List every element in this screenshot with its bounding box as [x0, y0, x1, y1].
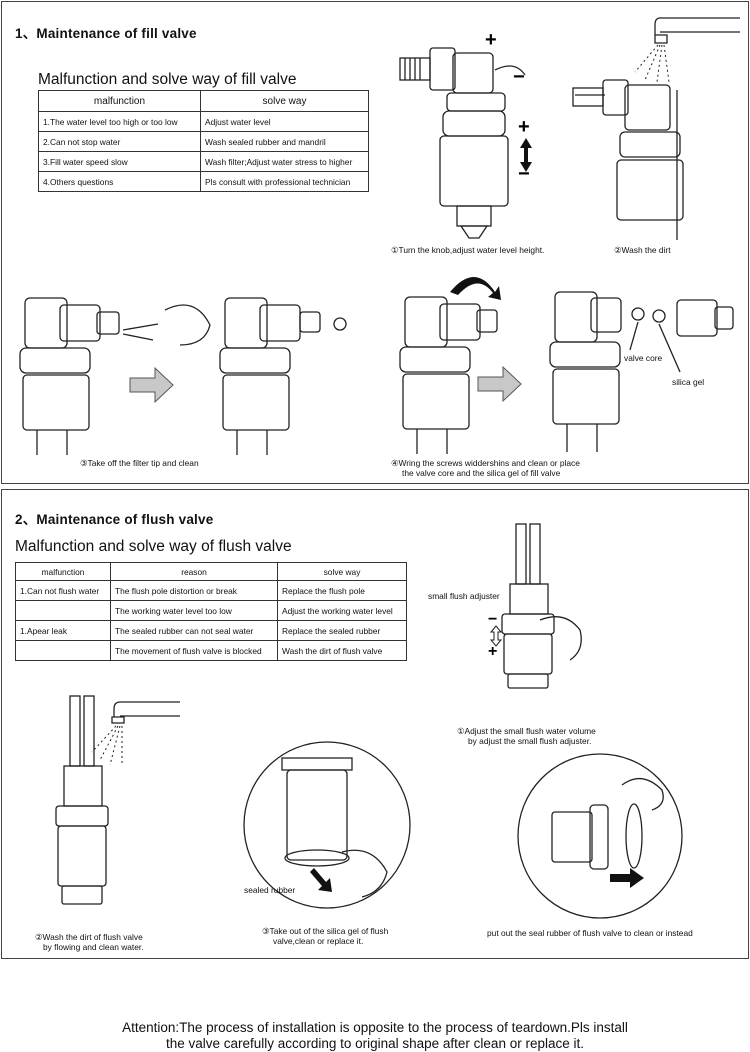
table-row: 4.Others questions Pls consult with prof… — [38, 171, 369, 192]
flush-step3-caption-line2: valve,clean or replace it. — [273, 936, 364, 946]
table-cell: 4.Others questions — [38, 171, 201, 192]
table-cell: Replace the flush pole — [277, 580, 407, 601]
table-cell: The movement of flush valve is blocked — [110, 640, 278, 661]
right-arrow-icon — [610, 868, 644, 888]
table-cell: Adjust the working water level — [277, 600, 407, 621]
silica-gel-label: silica gel — [672, 377, 705, 387]
section2-subtitle: Malfunction and solve way of flush valve — [15, 538, 292, 555]
wash-flush-valve-illustration — [55, 695, 180, 905]
step4-caption-line1: ④Wring the screws widdershins and clean … — [391, 458, 580, 468]
table-cell: Adjust water level — [200, 111, 369, 132]
step4-caption-line2: the valve core and the silica gel of fil… — [402, 468, 561, 478]
flush-adjuster-illustration: − + — [488, 523, 582, 689]
table-row: 2.Can not stop water Wash sealed rubber … — [38, 131, 369, 152]
seal-rubber-illustration — [517, 753, 683, 919]
table-row: 1.The water level too high or too low Ad… — [38, 111, 369, 132]
table-row: 3.Fill water speed slow Wash filter;Adju… — [38, 151, 369, 172]
fill-valve-table: malfunction solve way 1.The water level … — [38, 90, 369, 192]
flush-step4-caption: put out the seal rubber of flush valve t… — [487, 928, 693, 938]
right-arrow-icon — [477, 365, 522, 403]
table-header: solve way — [200, 90, 369, 112]
plus-sign: + — [518, 116, 530, 138]
table-cell: The flush pole distortion or break — [110, 580, 278, 601]
flush-step3-caption-line1: ③Take out of the silica gel of flush — [262, 926, 389, 936]
fill-valve-panel — [1, 1, 749, 484]
flush-valve-panel — [1, 489, 749, 959]
table-row: The movement of flush valve is blocked W… — [15, 640, 407, 661]
up-down-arrow-icon — [489, 625, 503, 647]
table-cell: Replace the sealed rubber — [277, 620, 407, 641]
valve-core-label: valve core — [624, 353, 663, 363]
table-cell — [15, 600, 111, 621]
table-header: malfunction — [15, 562, 111, 581]
section1-subtitle: Malfunction and solve way of fill valve — [38, 71, 297, 88]
table-row: 1.Can not flush water The flush pole dis… — [15, 580, 407, 601]
attention-line2: the valve carefully according to origina… — [166, 1036, 584, 1051]
plus-sign: + — [488, 643, 497, 660]
minus-sign: − — [513, 66, 525, 88]
step1-caption: ①Turn the knob,adjust water level height… — [391, 245, 545, 255]
flush-valve-table: malfunction reason solve way 1.Can not f… — [15, 562, 407, 661]
table-row: The working water level too low Adjust t… — [15, 600, 407, 621]
section1-title: 1、Maintenance of fill valve — [15, 26, 197, 41]
step2-caption: ②Wash the dirt — [614, 245, 671, 255]
wring-screws-illustration — [399, 277, 734, 454]
rotate-arrow-icon — [450, 277, 501, 300]
flush-step2-caption-line2: by flowing and clean water. — [43, 942, 144, 952]
flush-step1-caption-line2: by adjust the small flush adjuster. — [468, 736, 592, 746]
wash-dirt-illustration — [572, 17, 740, 240]
table-header: malfunction — [38, 90, 201, 112]
table-cell: Pls consult with professional technician — [200, 171, 369, 192]
small-flush-adjuster-label: small flush adjuster — [428, 591, 500, 601]
table-cell: Wash the dirt of flush valve — [277, 640, 407, 661]
table-row: 1.Apear leak The sealed rubber can not s… — [15, 620, 407, 641]
section2-title: 2、Maintenance of flush valve — [15, 512, 214, 527]
table-cell: 1.The water level too high or too low — [38, 111, 201, 132]
table-cell: 2.Can not stop water — [38, 131, 201, 152]
plus-sign: + — [485, 29, 497, 51]
flush-step2-caption-line1: ②Wash the dirt of flush valve — [35, 932, 143, 942]
step3-caption: ③Take off the filter tip and clean — [80, 458, 199, 468]
right-arrow-icon — [129, 366, 174, 404]
minus-sign: − — [488, 611, 497, 628]
table-cell: 1.Apear leak — [15, 620, 111, 641]
flush-step1-caption-line1: ①Adjust the small flush water volume — [457, 726, 596, 736]
filter-tip-illustration — [19, 297, 347, 455]
sealed-rubber-illustration — [243, 741, 411, 909]
table-cell: The sealed rubber can not seal water — [110, 620, 278, 641]
arrow-icon — [310, 868, 332, 892]
table-cell — [15, 640, 111, 661]
table-cell: Wash sealed rubber and mandril — [200, 131, 369, 152]
table-cell: Wash filter;Adjust water stress to highe… — [200, 151, 369, 172]
sealed-rubber-label: sealed rubber — [244, 885, 296, 895]
table-cell: 3.Fill water speed slow — [38, 151, 201, 172]
table-cell: 1.Can not flush water — [15, 580, 111, 601]
up-down-arrow-icon — [520, 138, 532, 172]
table-cell: The working water level too low — [110, 600, 278, 621]
table-header: solve way — [277, 562, 407, 581]
minus-sign: − — [518, 163, 530, 185]
turn-knob-illustration: + − + − — [399, 29, 532, 239]
attention-line1: Attention:The process of installation is… — [122, 1020, 628, 1035]
table-header: reason — [110, 562, 278, 581]
